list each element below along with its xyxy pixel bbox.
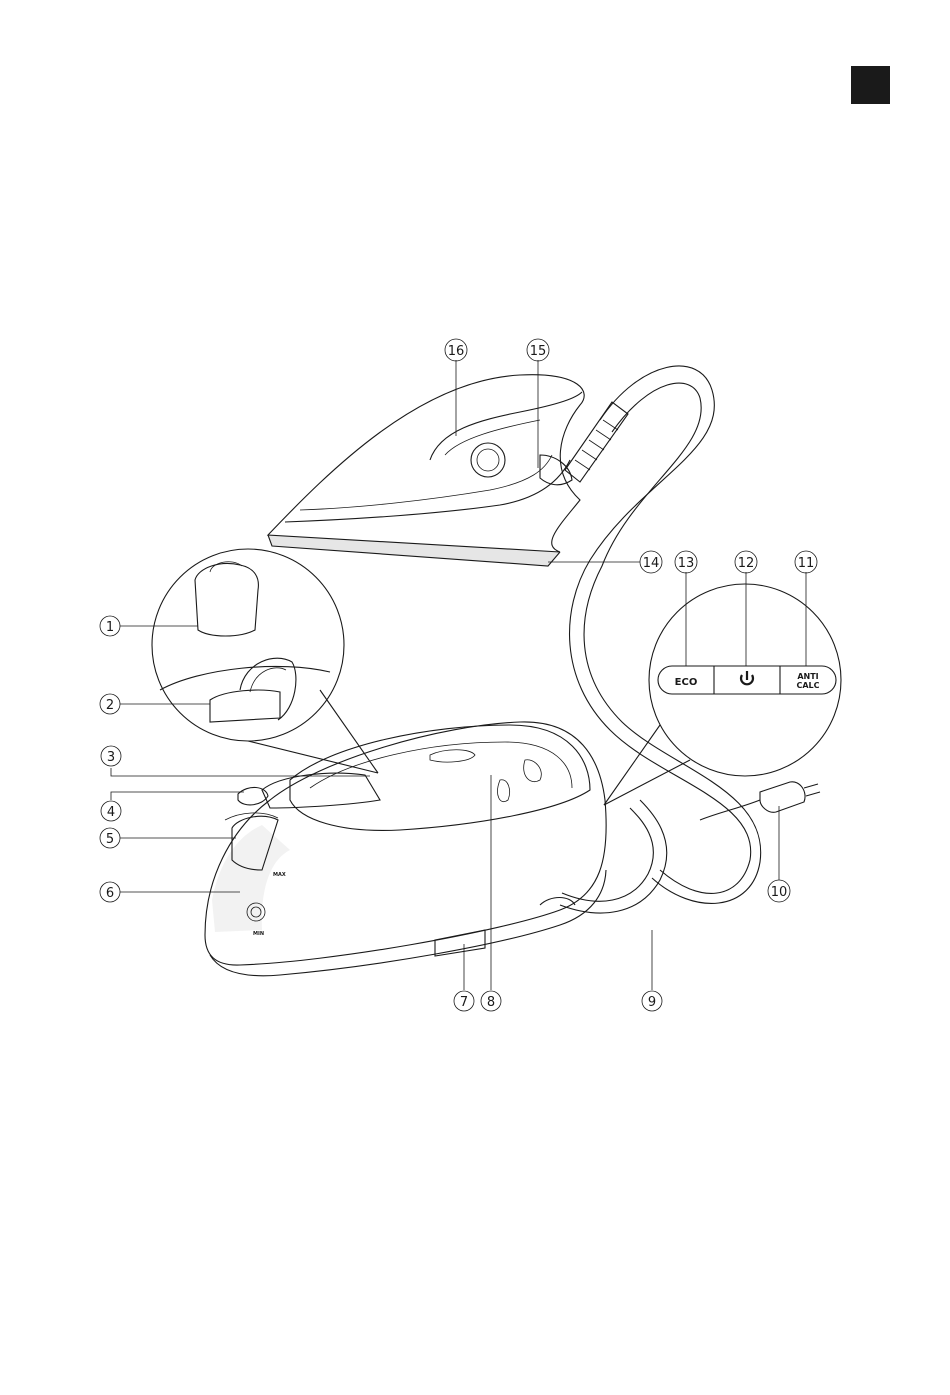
anticalc-button-label-line2: CALC bbox=[796, 681, 819, 690]
svg-text:11: 11 bbox=[798, 556, 815, 571]
svg-text:15: 15 bbox=[530, 344, 547, 359]
svg-text:7: 7 bbox=[460, 995, 468, 1010]
callout-6: 6 bbox=[100, 882, 120, 902]
svg-text:12: 12 bbox=[738, 556, 755, 571]
callout-16: 16 bbox=[445, 339, 467, 361]
callout-13: 13 bbox=[675, 551, 697, 573]
svg-text:14: 14 bbox=[643, 556, 660, 571]
detail-zoom-water-tank bbox=[152, 549, 378, 773]
callout-11: 11 bbox=[795, 551, 817, 573]
svg-text:1: 1 bbox=[106, 620, 114, 635]
callout-8: 8 bbox=[481, 991, 501, 1011]
svg-text:9: 9 bbox=[648, 995, 656, 1010]
svg-text:16: 16 bbox=[448, 344, 465, 359]
callout-9: 9 bbox=[642, 991, 662, 1011]
svg-text:6: 6 bbox=[106, 886, 114, 901]
callout-5: 5 bbox=[100, 828, 120, 848]
iron bbox=[268, 375, 628, 566]
svg-text:3: 3 bbox=[107, 750, 115, 765]
callout-14: 14 bbox=[640, 551, 662, 573]
callout-2: 2 bbox=[100, 694, 120, 714]
callout-15: 15 bbox=[527, 339, 549, 361]
callout-12: 12 bbox=[735, 551, 757, 573]
detail-zoom-control-panel bbox=[604, 584, 841, 805]
power-plug bbox=[700, 782, 820, 820]
tank-max-label: MAX bbox=[273, 872, 286, 878]
eco-button-label: ECO bbox=[675, 677, 698, 688]
svg-text:10: 10 bbox=[771, 885, 788, 900]
svg-text:5: 5 bbox=[106, 832, 114, 847]
supply-hose bbox=[560, 366, 761, 913]
svg-text:13: 13 bbox=[678, 556, 695, 571]
svg-text:4: 4 bbox=[107, 805, 115, 820]
callout-10: 10 bbox=[768, 880, 790, 902]
callout-7: 7 bbox=[454, 991, 474, 1011]
callout-3: 3 bbox=[101, 746, 121, 766]
callout-1: 1 bbox=[100, 616, 120, 636]
callouts: 1 2 3 4 5 6 7 8 bbox=[100, 339, 817, 1011]
base-station bbox=[205, 722, 606, 976]
svg-text:8: 8 bbox=[487, 995, 495, 1010]
power-icon bbox=[741, 671, 753, 684]
svg-text:2: 2 bbox=[106, 698, 114, 713]
tank-min-label: MIN bbox=[253, 931, 264, 937]
callout-4: 4 bbox=[101, 801, 121, 821]
anticalc-button-label-line1: ANTI bbox=[797, 672, 818, 681]
